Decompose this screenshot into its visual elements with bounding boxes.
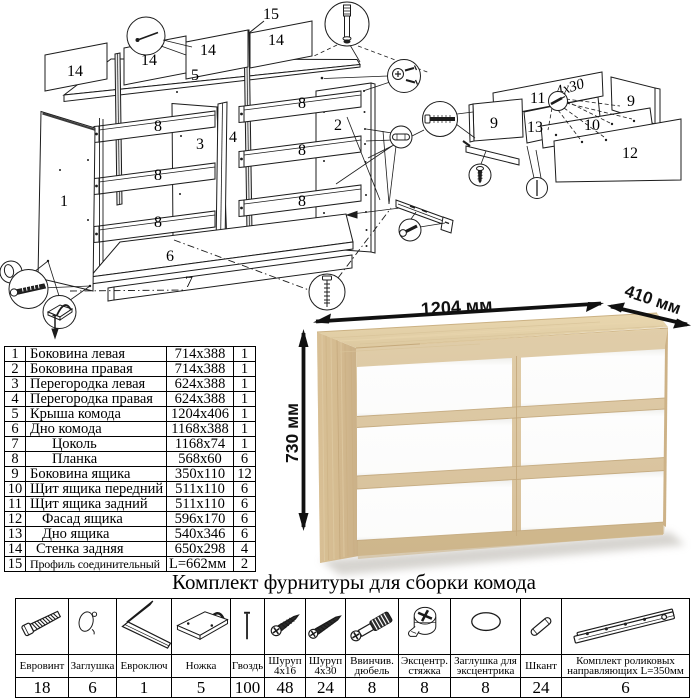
svg-text:7: 7 [185, 274, 193, 291]
svg-text:13: 13 [527, 119, 543, 136]
svg-text:15: 15 [263, 6, 279, 23]
svg-text:14: 14 [200, 42, 216, 59]
svg-text:10: 10 [584, 117, 600, 134]
svg-text:9: 9 [627, 93, 635, 110]
svg-text:14: 14 [268, 32, 284, 49]
svg-text:8: 8 [154, 118, 162, 135]
svg-text:8: 8 [154, 167, 162, 184]
svg-text:4: 4 [229, 129, 237, 146]
svg-text:5: 5 [191, 67, 199, 84]
svg-text:1204 мм: 1204 мм [420, 295, 493, 319]
svg-text:11: 11 [530, 90, 545, 107]
svg-text:12: 12 [622, 145, 638, 162]
svg-text:14: 14 [67, 63, 83, 80]
svg-text:8: 8 [298, 193, 306, 210]
svg-text:730 мм: 730 мм [282, 403, 302, 463]
svg-text:14: 14 [141, 52, 157, 69]
svg-text:8: 8 [154, 214, 162, 231]
svg-text:9: 9 [490, 115, 498, 132]
svg-text:8: 8 [298, 142, 306, 159]
svg-text:8: 8 [298, 95, 306, 112]
svg-text:3: 3 [196, 136, 204, 153]
svg-text:2: 2 [334, 117, 342, 134]
svg-text:1: 1 [60, 193, 68, 210]
svg-text:6: 6 [166, 248, 174, 265]
